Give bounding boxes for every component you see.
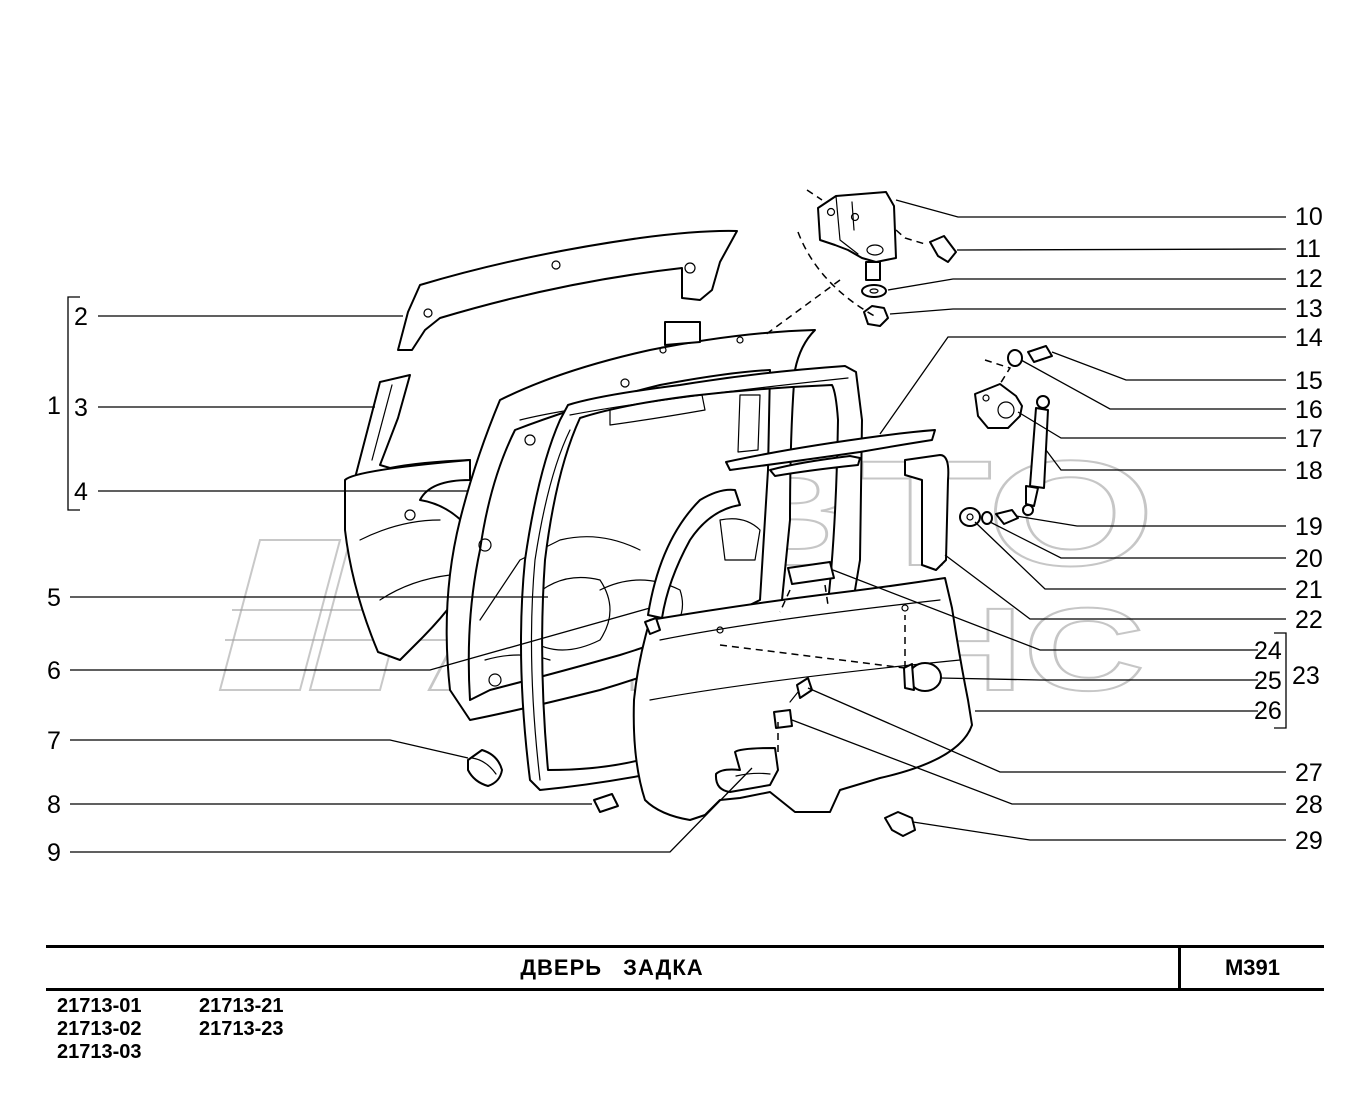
model-list: 21713-01 21713-21 21713-02 21713-23 2171… bbox=[57, 995, 377, 1064]
part-clip bbox=[773, 709, 793, 729]
callout-6: 6 bbox=[47, 657, 61, 685]
callout-17: 17 bbox=[1295, 425, 1323, 453]
callout-14: 14 bbox=[1295, 324, 1323, 352]
callout-11: 11 bbox=[1295, 235, 1321, 263]
part-clip-29 bbox=[884, 811, 916, 837]
part-upper-strip bbox=[725, 429, 936, 477]
title-divider bbox=[1178, 945, 1181, 991]
part-bumper-stop bbox=[467, 749, 503, 787]
callout-21: 21 bbox=[1295, 576, 1323, 604]
part-gas-strut-group bbox=[959, 345, 1053, 527]
callout-19: 19 bbox=[1295, 513, 1323, 541]
part-trim-strip-right bbox=[904, 454, 950, 571]
callout-24: 24 bbox=[1254, 637, 1282, 665]
callout-26: 26 bbox=[1254, 697, 1282, 725]
part-upper-trim bbox=[397, 229, 738, 351]
callout-7: 7 bbox=[47, 727, 61, 755]
part-hinge bbox=[817, 191, 957, 327]
callout-22: 22 bbox=[1295, 606, 1323, 634]
assembly-lines bbox=[719, 189, 1012, 752]
title-block bbox=[46, 945, 1324, 991]
callout-1: 1 bbox=[47, 392, 61, 420]
model-code: 21713-01 bbox=[57, 995, 142, 1017]
callout-23: 23 bbox=[1292, 662, 1320, 690]
callout-15: 15 bbox=[1295, 367, 1323, 395]
model-code: 21713-23 bbox=[199, 1018, 284, 1040]
part-door-seal bbox=[520, 365, 863, 791]
part-plug bbox=[903, 662, 942, 692]
callout-9: 9 bbox=[47, 839, 61, 867]
callout-3: 3 bbox=[74, 394, 88, 422]
callout-28: 28 bbox=[1295, 791, 1323, 819]
leader-lines bbox=[67, 199, 1287, 853]
callout-16: 16 bbox=[1295, 396, 1323, 424]
model-code: 21713-21 bbox=[199, 995, 284, 1017]
part-handle bbox=[714, 747, 779, 793]
model-code: 21713-02 bbox=[57, 1018, 142, 1040]
callout-27: 27 bbox=[1295, 759, 1323, 787]
part-plug-cylinder bbox=[593, 793, 619, 813]
model-code: 21713-03 bbox=[57, 1041, 142, 1063]
sheet-code: M391 bbox=[1224, 955, 1281, 980]
callout-5: 5 bbox=[47, 584, 61, 612]
callout-10: 10 bbox=[1295, 203, 1323, 231]
callout-8: 8 bbox=[47, 791, 61, 819]
callout-numbers: 1 2 3 4 5 6 7 8 9 10 11 12 13 14 15 16 1… bbox=[47, 203, 1323, 867]
sheet-title: ДВЕРЬ ЗАДКА bbox=[520, 955, 704, 980]
part-door-outer-panel bbox=[344, 459, 471, 661]
callout-13: 13 bbox=[1295, 295, 1323, 323]
callout-29: 29 bbox=[1295, 827, 1323, 855]
part-small-plate bbox=[787, 561, 835, 585]
callout-12: 12 bbox=[1295, 265, 1323, 293]
callout-18: 18 bbox=[1295, 457, 1323, 485]
callout-25: 25 bbox=[1254, 667, 1282, 695]
callout-2: 2 bbox=[74, 303, 88, 331]
callout-20: 20 bbox=[1295, 545, 1323, 573]
callout-4: 4 bbox=[74, 478, 88, 506]
